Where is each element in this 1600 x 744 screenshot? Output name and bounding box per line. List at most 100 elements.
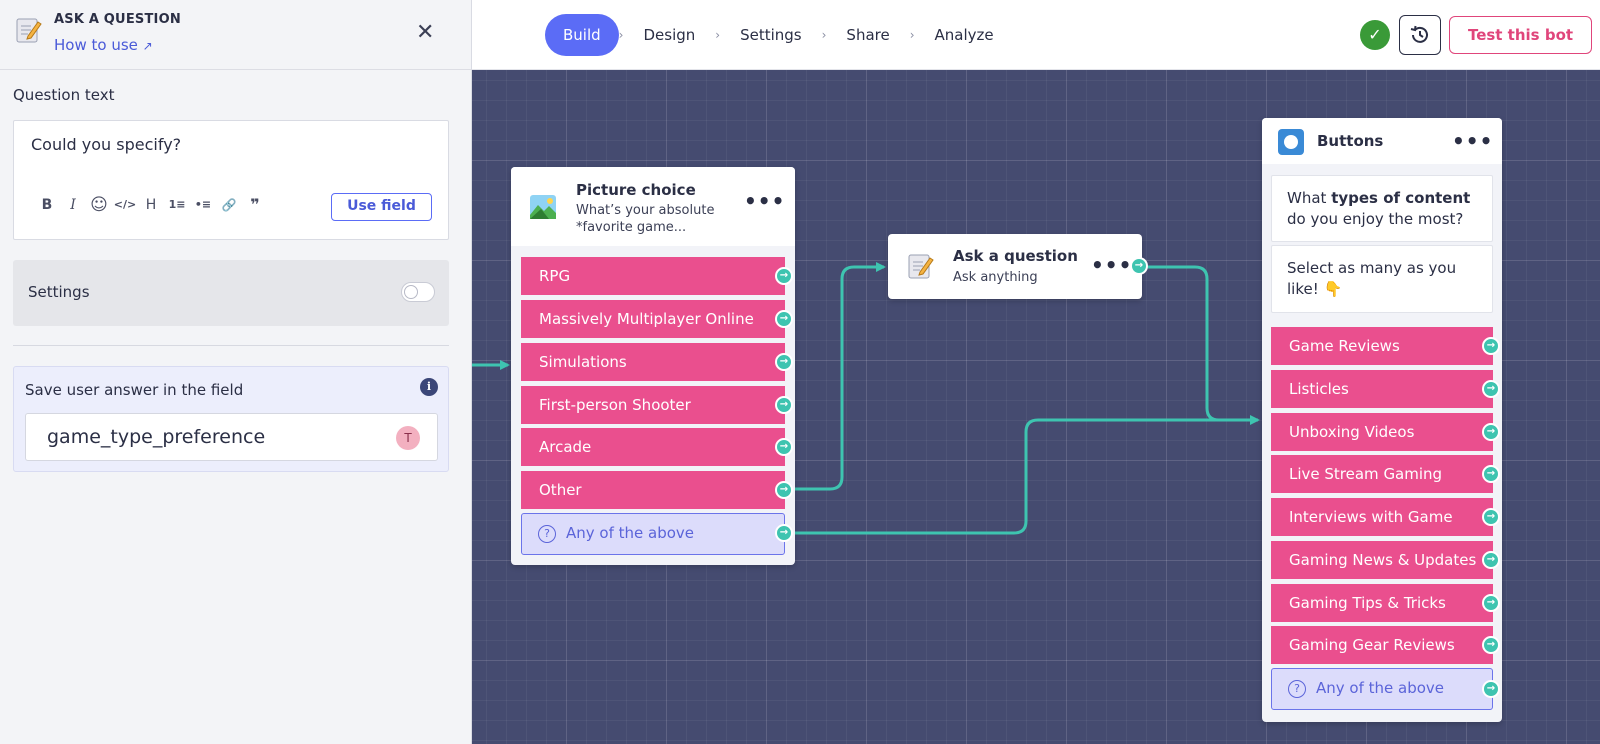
ordered-list-icon[interactable]: 1≡ [168,198,186,211]
save-answer-section: Save user answer in the field i game_typ… [13,366,449,472]
button-item[interactable]: Interviews with Game [1271,498,1493,536]
choice-item[interactable]: Other [521,471,785,509]
toggle-knob [404,285,418,299]
picture-choice-subtitle-1: What’s your absolute [576,203,715,218]
item-port-icon[interactable]: → [1482,636,1500,654]
choice-item[interactable]: Simulations [521,343,785,381]
chevron-right-icon: › [715,28,721,42]
more-options-icon[interactable]: ••• [1452,129,1494,153]
item-port-icon[interactable]: → [1482,551,1500,569]
item-port-icon[interactable]: → [775,310,793,328]
format-toolbar: B I ☺ </> H 1≡ •≡ 🔗 ❞ [34,195,268,215]
item-port-icon[interactable]: → [1482,594,1500,612]
item-port-icon[interactable]: → [775,267,793,285]
how-to-use-link[interactable]: How to use ↗ [54,36,153,54]
button-item[interactable]: Game Reviews [1271,327,1493,365]
button-item[interactable]: Gaming News & Updates [1271,541,1493,579]
chevron-right-icon: › [909,28,915,42]
item-port-icon[interactable]: → [1482,337,1500,355]
choice-item-any[interactable]: ? Any of the above [521,513,785,555]
ask-question-title: Ask a question [953,247,1078,265]
button-any-label: Any of the above [1316,679,1445,697]
picture-choice-title: Picture choice [576,181,696,199]
variable-field-value: game_type_preference [47,426,266,448]
item-port-icon[interactable]: → [775,481,793,499]
external-link-icon: ↗ [142,39,153,53]
item-port-icon[interactable]: → [1482,380,1500,398]
ask-question-subtitle: Ask anything [953,270,1038,285]
tab-design[interactable]: Design [643,26,696,44]
question-editor[interactable]: Could you specify? B I ☺ </> H 1≡ •≡ 🔗 ❞… [13,120,449,240]
tab-analyze[interactable]: Analyze [934,26,994,44]
heading-icon[interactable]: H [145,197,157,213]
panel-divider [13,345,449,346]
buttons-block-icon [1278,129,1304,155]
ask-question-panel: ASK A QUESTION How to use ↗ ✕ Question t… [0,0,472,744]
memo-icon [14,16,42,44]
field-type-badge: T [396,426,420,450]
more-options-icon[interactable]: ••• [744,189,786,213]
item-port-icon[interactable]: → [1482,508,1500,526]
more-options-icon[interactable]: ••• [1091,253,1133,277]
saved-check-icon: ✓ [1360,20,1390,50]
save-answer-label: Save user answer in the field [25,381,244,399]
picture-choice-header: Picture choice What’s your absolute *fav… [511,167,795,246]
ask-output-port-icon[interactable]: → [1130,257,1148,275]
choice-item[interactable]: Massively Multiplayer Online [521,300,785,338]
settings-toggle[interactable] [401,282,435,302]
choice-item[interactable]: RPG [521,257,785,295]
image-icon [529,193,557,221]
bullet-list-icon[interactable]: •≡ [194,198,212,211]
button-item[interactable]: Listicles [1271,370,1493,408]
quote-icon[interactable]: ❞ [250,195,260,214]
item-port-icon[interactable]: → [775,353,793,371]
choice-item[interactable]: First-person Shooter [521,386,785,424]
chevron-right-icon: › [821,28,827,42]
top-navigation: Build › Design › Settings › Share › Anal… [472,0,1600,70]
italic-icon[interactable]: I [70,197,76,213]
item-port-icon[interactable]: → [775,396,793,414]
choice-item[interactable]: Arcade [521,428,785,466]
buttons-title: Buttons [1317,132,1384,150]
choice-any-label: Any of the above [566,524,695,542]
button-item[interactable]: Unboxing Videos [1271,413,1493,451]
bold-icon[interactable]: B [41,197,53,213]
item-port-icon[interactable]: → [1482,680,1500,698]
picture-choice-subtitle-2: *favorite game... [576,220,687,235]
tab-share[interactable]: Share [846,26,890,44]
item-port-icon[interactable]: → [775,524,793,542]
close-icon[interactable]: ✕ [416,20,435,45]
step-tabs: Build › Design › Settings › Share › Anal… [545,14,1014,56]
chevron-right-icon: › [618,28,624,42]
question-circle-icon: ? [1288,680,1306,698]
settings-section[interactable]: Settings [13,260,449,326]
item-port-icon[interactable]: → [1482,465,1500,483]
tab-settings[interactable]: Settings [740,26,802,44]
memo-icon [906,252,934,280]
item-port-icon[interactable]: → [775,438,793,456]
button-item[interactable]: Live Stream Gaming [1271,455,1493,493]
panel-title: ASK A QUESTION [54,12,181,27]
tab-build[interactable]: Build [545,14,619,56]
button-item[interactable]: Gaming Gear Reviews [1271,626,1493,664]
variable-field-input[interactable]: game_type_preference T [25,413,438,461]
settings-label: Settings [28,283,90,301]
history-button[interactable] [1399,15,1441,55]
code-icon[interactable]: </> [113,198,137,211]
button-item-any[interactable]: ? Any of the above [1271,668,1493,710]
buttons-header: Buttons ••• [1262,118,1502,164]
picture-choice-node[interactable]: Picture choice What’s your absolute *fav… [511,167,795,565]
question-text-value[interactable]: Could you specify? [31,135,182,154]
emoji-icon[interactable]: ☺ [90,195,108,215]
info-icon[interactable]: i [420,378,438,396]
button-item[interactable]: Gaming Tips & Tricks [1271,584,1493,622]
ask-question-node[interactable]: Ask a question Ask anything ••• → [888,234,1148,299]
test-bot-button[interactable]: Test this bot [1449,16,1592,54]
item-port-icon[interactable]: → [1482,423,1500,441]
use-field-button[interactable]: Use field [331,193,432,221]
history-icon [1410,25,1428,43]
link-icon[interactable]: 🔗 [221,198,237,212]
